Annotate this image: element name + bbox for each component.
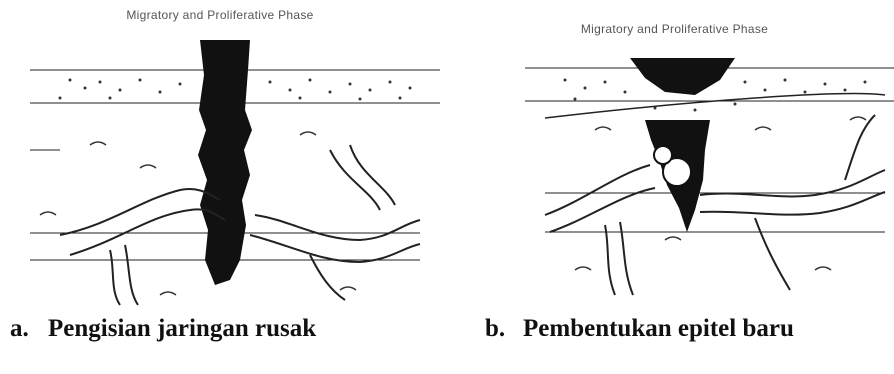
panel-a-caption-text: Pengisian jaringan rusak	[48, 315, 316, 342]
panel-a-caption: a.Pengisian jaringan rusak	[10, 315, 316, 343]
panel-a-letter: a.	[10, 315, 48, 343]
panel-b-caption: b.Pembentukan epitel baru	[485, 315, 794, 343]
diagram-panel-b: Migratory and Proliferative Phase	[455, 0, 894, 374]
panel-b-letter: b.	[485, 315, 523, 343]
wound-filling-illustration	[0, 0, 440, 310]
panel-b-caption-text: Pembentukan epitel baru	[523, 315, 794, 342]
new-epithelium-illustration	[455, 0, 894, 310]
diagram-panel-a: Migratory and Proliferative Phase	[0, 0, 440, 374]
